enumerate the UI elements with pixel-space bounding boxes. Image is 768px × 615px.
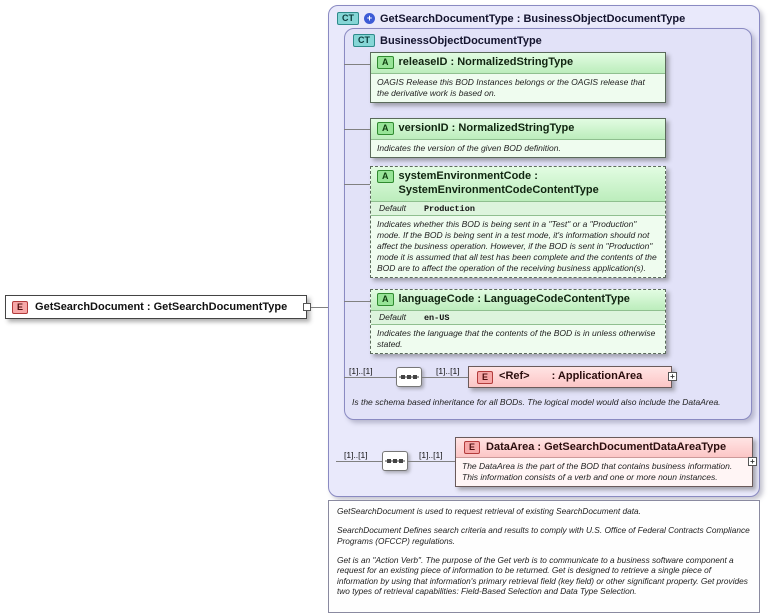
attribute-icon: A	[377, 122, 394, 135]
documentation-box: GetSearchDocument is used to request ret…	[328, 500, 760, 613]
connector-line	[344, 377, 396, 378]
sequence-icon[interactable]	[396, 367, 422, 387]
ref-element-type: : ApplicationArea	[551, 370, 643, 383]
cardinality-label: [1]..[1]	[419, 450, 443, 460]
connector-line	[408, 461, 455, 462]
outer-type-header[interactable]: CT + GetSearchDocumentType : BusinessObj…	[337, 12, 685, 25]
attribute-annotation: Indicates whether this BOD is being sent…	[371, 214, 665, 277]
outer-type-title: GetSearchDocumentType : BusinessObjectDo…	[380, 12, 686, 25]
attribute-name: systemEnvironmentCode : SystemEnvironmen…	[398, 170, 599, 196]
default-value: en-US	[423, 312, 450, 323]
element-header[interactable]: E DataArea : GetSearchDocumentDataAreaTy…	[456, 438, 752, 458]
documentation-paragraph: Get is an "Action Verb". The purpose of …	[337, 555, 748, 597]
cardinality-label: [1]..[1]	[436, 366, 460, 376]
connector-line	[344, 301, 370, 302]
derived-type-icon: +	[364, 13, 375, 24]
complex-type-icon: CT	[337, 12, 359, 25]
expand-button[interactable]: +	[748, 457, 757, 466]
documentation-paragraph: SearchDocument Defines search criteria a…	[337, 525, 750, 546]
element-icon: E	[477, 370, 494, 384]
element-icon: E	[12, 300, 29, 314]
connector-line	[344, 129, 370, 130]
expand-button[interactable]: +	[668, 372, 677, 381]
complex-type-icon: CT	[353, 34, 375, 47]
default-label: Default	[379, 311, 406, 322]
attribute-annotation: OAGIS Release this BOD Instances belongs…	[371, 72, 665, 102]
connector-line	[336, 461, 382, 462]
connector-line	[344, 184, 370, 185]
connector-line	[422, 377, 468, 378]
attribute-header[interactable]: A releaseID : NormalizedStringType	[371, 53, 665, 73]
attribute-header[interactable]: A versionID : NormalizedStringType	[371, 119, 665, 139]
documentation-paragraph: GetSearchDocument is used to request ret…	[337, 506, 641, 516]
attribute-icon: A	[377, 56, 394, 69]
attribute-icon: A	[377, 170, 394, 183]
element-annotation: The DataArea is the part of the BOD that…	[456, 457, 752, 486]
attribute-name: languageCode : LanguageCodeContentType	[398, 293, 630, 305]
attribute-box-versionID[interactable]: A versionID : NormalizedStringType Indic…	[370, 118, 666, 158]
data-area-element-box[interactable]: E DataArea : GetSearchDocumentDataAreaTy…	[455, 437, 753, 488]
attribute-annotation: Indicates the language that the contents…	[371, 323, 665, 353]
attribute-icon: A	[377, 293, 394, 306]
default-label: Default	[379, 202, 406, 213]
cardinality-label: [1]..[1]	[349, 366, 373, 376]
connector-line	[307, 307, 328, 308]
sequence-glyph	[385, 459, 405, 463]
cardinality-label: [1]..[1]	[344, 450, 368, 460]
inner-type-title: BusinessObjectDocumentType	[380, 34, 542, 47]
connector-line	[344, 64, 370, 65]
inner-type-header[interactable]: CT BusinessObjectDocumentType	[353, 34, 542, 47]
default-value: Production	[423, 203, 475, 214]
sequence-glyph	[399, 375, 419, 379]
root-element-box[interactable]: E GetSearchDocument : GetSearchDocumentT…	[5, 295, 307, 319]
attribute-annotation: Indicates the version of the given BOD d…	[371, 138, 665, 157]
sequence-icon[interactable]	[382, 451, 408, 471]
ref-element-name: <Ref>	[499, 370, 530, 383]
element-header[interactable]: E <Ref> : ApplicationArea	[469, 367, 671, 387]
attribute-box-languageCode[interactable]: A languageCode : LanguageCodeContentType…	[370, 289, 666, 354]
attribute-default-row: Default Production	[371, 200, 665, 215]
root-element-label: GetSearchDocument : GetSearchDocumentTyp…	[35, 301, 288, 313]
attribute-default-row: Default en-US	[371, 309, 665, 324]
application-area-element-box[interactable]: E <Ref> : ApplicationArea	[468, 366, 672, 388]
attribute-name: releaseID : NormalizedStringType	[398, 56, 574, 68]
attribute-box-systemEnvironmentCode[interactable]: A systemEnvironmentCode : SystemEnvironm…	[370, 166, 666, 278]
inheritance-note: Is the schema based inheritance for all …	[352, 397, 721, 407]
element-connector-handle[interactable]	[303, 303, 311, 311]
element-icon: E	[464, 441, 481, 455]
attribute-box-releaseID[interactable]: A releaseID : NormalizedStringType OAGIS…	[370, 52, 666, 103]
data-area-title: DataArea : GetSearchDocumentDataAreaType	[486, 441, 727, 453]
attribute-name: versionID : NormalizedStringType	[398, 122, 575, 134]
attribute-header[interactable]: A languageCode : LanguageCodeContentType	[371, 290, 665, 310]
attribute-header[interactable]: A systemEnvironmentCode : SystemEnvironm…	[371, 167, 665, 201]
